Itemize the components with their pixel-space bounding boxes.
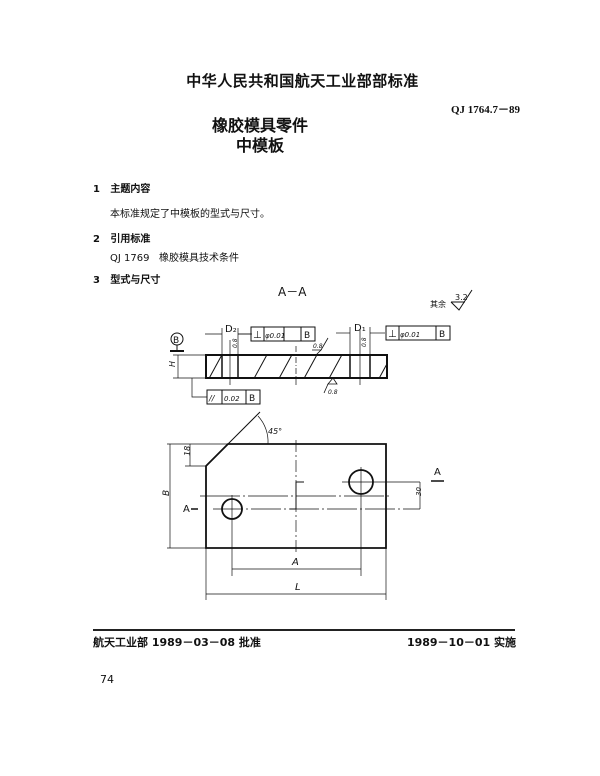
section-3-heading: 3 型式与尺寸 [93, 271, 160, 286]
page-number: 74 [100, 673, 114, 686]
footer-divider [93, 629, 515, 631]
section-2-heading: 2 引用标准 [93, 230, 150, 245]
svg-text://: // [208, 394, 216, 403]
section-view: H B D₂ D₁ 0.8 0.8 0.8 0.8 [168, 323, 451, 405]
section-title: 引用标准 [110, 234, 151, 245]
section-1-heading: 1 主题内容 [93, 180, 150, 195]
angle-label: 45° [268, 427, 282, 436]
svg-text:φ0.01: φ0.01 [265, 332, 285, 340]
section-title: 型式与尺寸 [110, 275, 161, 286]
svg-text:3.2: 3.2 [455, 293, 468, 302]
section-number: 2 [93, 234, 100, 245]
section-mark-left: A [183, 504, 190, 515]
svg-text:φ0.01: φ0.01 [400, 331, 420, 339]
dim-D1: D₁ [354, 323, 366, 334]
tolerance-frame-perpendicularity-right: ⊥ φ0.01 B [385, 325, 451, 341]
svg-text:0.8: 0.8 [361, 337, 368, 347]
tolerance-frame-parallelism: // 0.02 B [191, 378, 261, 405]
datum-label: B [173, 336, 179, 346]
tolerance-frame-perpendicularity-left: ⊥ φ0.01 B [238, 326, 316, 342]
svg-text:0.02: 0.02 [224, 395, 240, 403]
dim-D2: D₂ [225, 324, 237, 335]
effective-date: 1989－10－01 实施 [406, 636, 516, 649]
svg-text:B: B [439, 330, 445, 340]
svg-text:⊥: ⊥ [253, 330, 262, 341]
section-2-body: QJ 1769 橡胶模具技术条件 [110, 253, 239, 264]
svg-text:B: B [249, 394, 255, 404]
svg-text:⊥: ⊥ [388, 329, 397, 340]
plan-view: 45° 18 B 30 A L A A [162, 411, 444, 600]
section-number: 3 [93, 275, 100, 286]
organization-header: 中华人民共和国航天工业部部标准 [186, 72, 419, 90]
standard-code: QJ 1764.7－89 [450, 104, 520, 116]
document-subtitle: 中模板 [235, 136, 284, 155]
svg-text:其余: 其余 [430, 299, 446, 309]
document-title: 橡胶模具零件 [211, 116, 308, 135]
approval-date: 航天工业部 1989－03－08 批准 [93, 636, 261, 649]
dim-A: A [291, 557, 299, 568]
svg-text:0.8: 0.8 [232, 338, 239, 348]
svg-text:0.8: 0.8 [313, 343, 323, 350]
section-1-body: 本标准规定了中模板的型式与尺寸。 [110, 209, 270, 220]
dim-offset: 30 [415, 487, 423, 496]
section-title: 主题内容 [110, 184, 151, 195]
section-number: 1 [93, 184, 100, 195]
section-mark-right: A [434, 467, 441, 478]
dim-H: H [168, 361, 177, 367]
roughness-other-symbol: 其余 3.2 [430, 289, 473, 311]
dim-B: B [162, 490, 172, 496]
section-label: A－A [278, 285, 307, 299]
dim-L: L [295, 582, 301, 593]
svg-text:B: B [304, 331, 310, 341]
svg-text:0.8: 0.8 [328, 389, 338, 396]
dim-chamfer: 18 [183, 446, 192, 456]
